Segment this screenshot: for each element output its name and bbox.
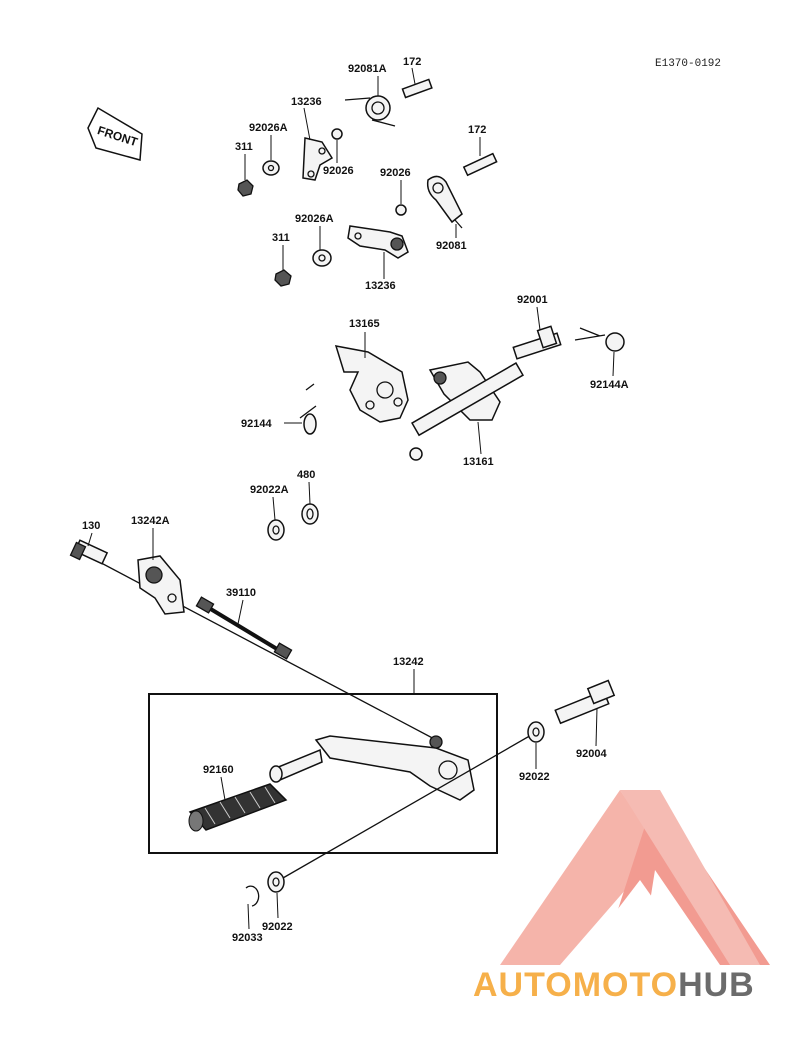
- spring-92144a-icon: [574, 327, 625, 352]
- watermark-logo: [500, 790, 770, 965]
- washer-92026ab-icon: [312, 249, 332, 267]
- rod-39110-icon: [195, 596, 293, 660]
- label-92026aa: 92026A: [249, 122, 288, 134]
- clip-92033-icon: [245, 885, 260, 907]
- bolt-172a-icon: [401, 78, 433, 99]
- label-130: 130: [82, 520, 100, 532]
- label-92081a: 92081A: [348, 63, 387, 75]
- plate-13236a-icon: [302, 137, 334, 181]
- shift-lever-icon: [269, 735, 475, 801]
- watermark-text: AUTOMOTOHUB: [473, 966, 755, 1004]
- label-311b: 311: [272, 232, 290, 244]
- label-13236a: 13236: [291, 96, 322, 108]
- label-92004: 92004: [576, 748, 607, 760]
- nut-311a-icon: [237, 179, 254, 197]
- shaft-13161-icon: [409, 361, 524, 461]
- label-92033: 92033: [232, 932, 263, 944]
- label-92022-lower: 92022: [262, 921, 293, 933]
- rubber-92160-icon: [188, 783, 288, 832]
- label-172a: 172: [403, 56, 421, 68]
- bolt-130-icon: [69, 539, 109, 565]
- washer-92026aa-icon: [262, 160, 280, 176]
- washer-92022a-icon: [267, 519, 285, 541]
- clip-480-icon: [301, 503, 319, 525]
- label-39110: 39110: [226, 587, 256, 599]
- front-arrow-icon: FRONT: [87, 106, 143, 161]
- assembly-box: [148, 693, 498, 854]
- washer-92026b-icon: [395, 204, 407, 216]
- label-311a: 311: [235, 141, 253, 153]
- label-92081: 92081: [436, 240, 467, 252]
- label-480: 480: [297, 469, 315, 481]
- spring-92081-icon: [426, 175, 463, 229]
- bolt-92001-icon: [512, 325, 562, 360]
- plate-13165-icon: [334, 345, 409, 423]
- diagram-code: E1370-0192: [655, 58, 721, 70]
- label-92001: 92001: [517, 294, 548, 306]
- label-13165: 13165: [349, 318, 380, 330]
- spring-92081a-icon: [344, 95, 396, 127]
- label-92022-right: 92022: [519, 771, 550, 783]
- bolt-172b-icon: [462, 152, 498, 177]
- label-92160: 92160: [203, 764, 234, 776]
- label-92026ab: 92026A: [295, 213, 334, 225]
- label-92026b: 92026: [380, 167, 411, 179]
- label-13242a: 13242A: [131, 515, 170, 527]
- spring-92144-icon: [299, 383, 317, 435]
- pin-92004-icon: [554, 679, 616, 725]
- plate-13236b-icon: [347, 225, 409, 259]
- watermark-hub: HUB: [678, 966, 755, 1004]
- label-92026a: 92026: [323, 165, 354, 177]
- label-172b: 172: [468, 124, 486, 136]
- assembly-line-lower: [275, 729, 541, 883]
- washer-92022a-icon: [527, 721, 545, 743]
- washer-92026a-icon: [331, 128, 343, 140]
- washer-92022b-icon: [267, 871, 285, 893]
- label-92144: 92144: [241, 418, 272, 430]
- label-13236b: 13236: [365, 280, 396, 292]
- label-92022a-upper: 92022A: [250, 484, 289, 496]
- nut-311b-icon: [274, 269, 292, 287]
- label-13242: 13242: [393, 656, 424, 668]
- label-92144a: 92144A: [590, 379, 629, 391]
- watermark-auto: AUTOMOTO: [473, 966, 678, 1004]
- label-13161: 13161: [463, 456, 494, 468]
- joint-13242a-icon: [137, 555, 185, 615]
